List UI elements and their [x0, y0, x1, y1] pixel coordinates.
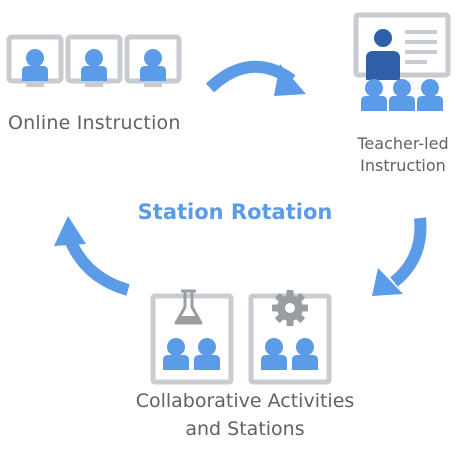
monitor-icon [127, 37, 179, 87]
curved-arrow-icon [205, 60, 306, 96]
lab-station-panel [150, 289, 234, 385]
person-icon [261, 338, 287, 370]
person-icon [389, 79, 415, 111]
collaborative-group [150, 289, 332, 385]
person-icon [292, 338, 318, 370]
online-instruction-group [9, 37, 179, 87]
person-icon [163, 338, 189, 370]
monitor-icon [9, 37, 61, 87]
flask-icon [174, 289, 203, 325]
teacher-led-group [353, 12, 451, 111]
diagram-title: Station Rotation [137, 200, 333, 224]
activity-station-panel [248, 290, 332, 385]
monitor-icon [68, 37, 120, 87]
person-icon [361, 79, 387, 111]
teacher-led-label-line2: Instruction [360, 156, 446, 175]
online-instruction-label: Online Instruction [8, 112, 181, 134]
teacher-led-label-line1: Teacher-led [357, 134, 449, 153]
curved-arrow-icon [54, 216, 130, 296]
gear-icon [272, 290, 308, 326]
curved-arrow-icon [372, 217, 427, 296]
person-icon [417, 79, 443, 111]
collaborative-label-line2: and Stations [185, 418, 305, 440]
whiteboard-icon [353, 12, 451, 78]
collaborative-label-line1: Collaborative Activities [135, 390, 355, 412]
person-icon [194, 338, 220, 370]
teacher-icon [366, 29, 400, 80]
